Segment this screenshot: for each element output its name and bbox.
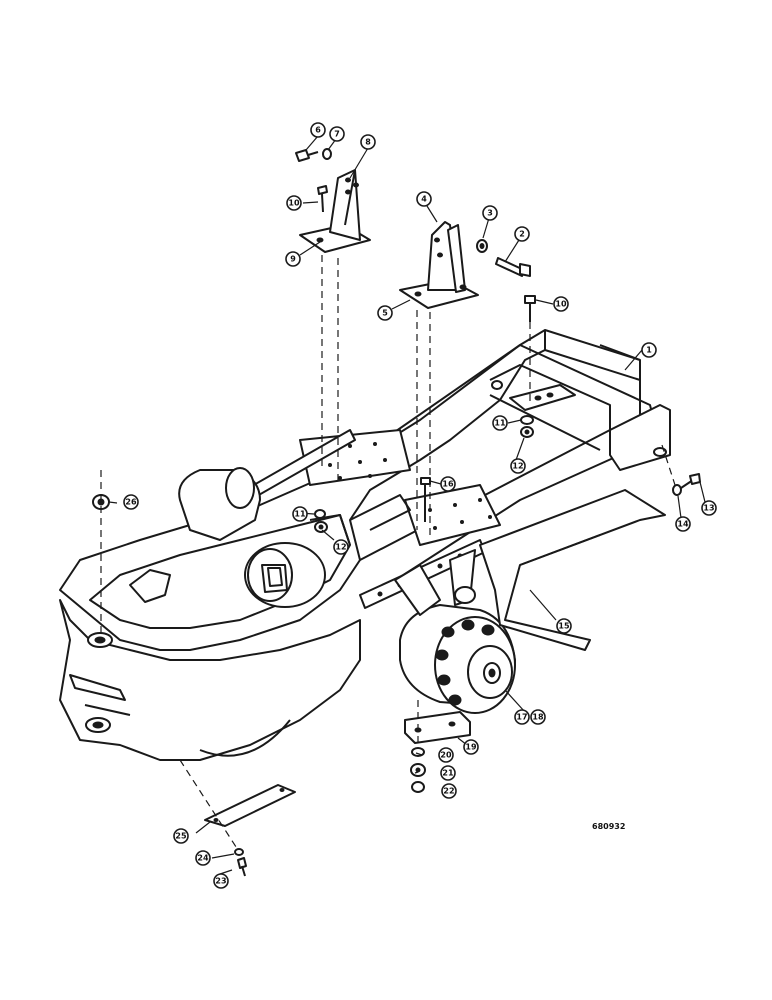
callout-1: 1 [641,342,657,358]
svg-text:23: 23 [215,877,226,886]
callout-17: 17 [514,709,530,725]
callout-12-right: 12 [510,458,526,474]
callout-11-left: 11 [292,506,308,522]
callout-14: 14 [675,516,691,532]
svg-text:10: 10 [288,199,300,208]
callout-bubbles: 6 7 8 10 9 4 3 2 5 10 1 11 12 11 12 16 1… [123,122,717,889]
bracket-left [299,169,371,253]
callout-20: 20 [438,747,454,763]
callout-13: 13 [701,500,717,516]
main-frame [59,329,671,761]
callout-21: 21 [440,765,456,781]
side-plate [479,489,666,651]
svg-text:22: 22 [443,787,454,796]
svg-text:3: 3 [487,209,493,218]
svg-text:8: 8 [365,138,371,147]
svg-text:26: 26 [125,498,137,507]
fasteners [92,148,701,877]
callout-11-right: 11 [492,415,508,431]
svg-text:15: 15 [558,622,570,631]
callout-5: 5 [377,305,393,321]
svg-text:16: 16 [442,480,454,489]
bracket-right [399,221,479,309]
svg-text:9: 9 [290,255,296,264]
callout-16: 16 [440,476,456,492]
callout-18: 18 [530,709,546,725]
callout-22: 22 [441,783,457,799]
callout-10-top: 10 [286,195,302,211]
svg-text:4: 4 [421,195,427,204]
callout-2: 2 [514,226,530,242]
left-wheel-hub [178,467,326,608]
svg-text:6: 6 [315,126,321,135]
svg-text:1: 1 [646,346,652,355]
svg-text:11: 11 [494,419,506,428]
svg-text:2: 2 [519,230,525,239]
svg-text:14: 14 [677,520,689,529]
callout-23: 23 [213,873,229,889]
svg-text:18: 18 [532,713,544,722]
callout-7: 7 [329,126,345,142]
callout-3: 3 [482,205,498,221]
callout-10-right: 10 [553,296,569,312]
svg-text:17: 17 [516,713,527,722]
callout-19: 19 [463,739,479,755]
svg-text:7: 7 [334,130,340,139]
callout-9: 9 [285,251,301,267]
callout-6: 6 [310,122,326,138]
callout-15: 15 [556,618,572,634]
right-wheel-hub [394,549,516,714]
svg-text:13: 13 [703,504,714,513]
svg-text:11: 11 [294,510,306,519]
svg-text:12: 12 [512,462,523,471]
callout-24: 24 [195,850,211,866]
svg-text:12: 12 [335,543,346,552]
callout-4: 4 [416,191,432,207]
callout-25: 25 [173,828,189,844]
svg-text:25: 25 [175,832,187,841]
callout-26: 26 [123,494,139,510]
callout-12-left: 12 [333,539,349,555]
svg-text:20: 20 [440,751,452,760]
svg-text:10: 10 [555,300,567,309]
svg-text:19: 19 [465,743,477,752]
svg-text:21: 21 [442,769,454,778]
figure-reference-number: 680932 [592,822,625,831]
assembly-lines [100,255,676,851]
callout-8: 8 [360,134,376,150]
svg-text:24: 24 [197,854,209,863]
svg-text:5: 5 [382,309,388,318]
